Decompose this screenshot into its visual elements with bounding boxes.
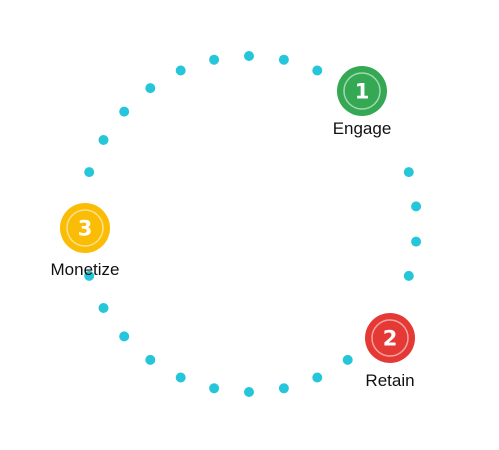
- step-3-badge-ring: [66, 209, 104, 247]
- ring-dot: [403, 167, 414, 178]
- ring-dot: [342, 354, 353, 365]
- ring-dot: [119, 331, 130, 342]
- ring-dot: [312, 65, 323, 76]
- ring-dot: [312, 372, 323, 383]
- step-1-number: 1: [355, 80, 370, 104]
- step-engage: 1 Engage: [333, 66, 392, 138]
- ring-dot: [278, 54, 289, 65]
- ring-dot: [175, 65, 186, 76]
- ring-dot: [403, 270, 414, 281]
- ring-dot: [145, 83, 156, 94]
- ring-dot: [209, 54, 220, 65]
- step-2-number: 2: [383, 327, 398, 351]
- step-3-number: 3: [78, 217, 93, 241]
- ring-dot: [244, 387, 254, 397]
- ring-dot: [98, 135, 109, 145]
- step-1-label: Engage: [333, 119, 392, 138]
- ring-dot: [84, 270, 95, 281]
- ring-dot: [119, 106, 130, 117]
- step-2-label: Retain: [365, 371, 414, 390]
- ring-dot: [175, 372, 186, 383]
- ring-dot: [209, 383, 220, 394]
- ring-dot: [411, 236, 422, 247]
- step-1-badge-ring: [343, 72, 381, 110]
- step-retain: 2 Retain: [365, 313, 415, 390]
- ring-dot: [145, 354, 156, 365]
- ring-dot: [84, 167, 95, 178]
- ring-dot: [98, 303, 109, 313]
- ring-dot: [411, 201, 422, 212]
- ring-dot: [244, 51, 254, 61]
- step-3-label: Monetize: [51, 260, 120, 279]
- step-2-badge-ring: [371, 319, 409, 357]
- step-monetize: 3 Monetize: [51, 203, 120, 279]
- ring-dot: [278, 383, 289, 394]
